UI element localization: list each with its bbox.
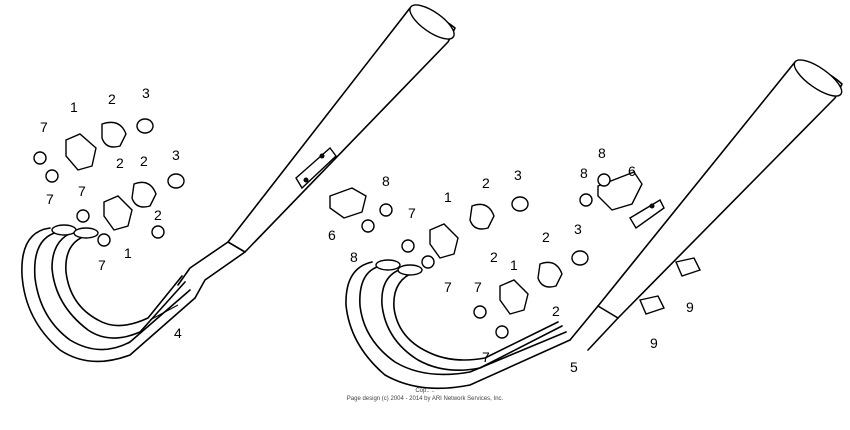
left-callout-2a: 2 [108, 91, 116, 107]
left-gasket-1a [65, 133, 97, 171]
right-gasket-1b [499, 279, 529, 315]
right-nut-7a [401, 239, 415, 253]
right-callout-8b: 8 [350, 249, 358, 265]
right-block-9a [675, 257, 701, 277]
right-callout-6b: 6 [628, 163, 636, 179]
right-bracket-6b [597, 171, 643, 211]
left-callout-7a: 7 [40, 119, 48, 135]
left-callout-2c: 2 [140, 153, 148, 169]
left-collar-2a [101, 121, 127, 148]
right-callout-2d: 2 [552, 303, 560, 319]
left-nut-7b [45, 169, 59, 183]
right-callout-2b: 2 [490, 249, 498, 265]
left-callout-7c: 7 [78, 183, 86, 199]
right-callout-7c: 7 [474, 279, 482, 295]
right-callout-7a: 7 [408, 205, 416, 221]
copyright-line-1: Cop.. .. [415, 388, 435, 394]
right-callout-1b: 1 [510, 257, 518, 273]
right-washer-3a [511, 196, 529, 212]
right-callout-5: 5 [570, 359, 578, 375]
right-callout-8c: 8 [580, 165, 588, 181]
right-callout-8a: 8 [382, 173, 390, 189]
right-callout-2c: 2 [542, 229, 550, 245]
left-exhaust-assembly: 1 2 3 2 2 3 2 7 7 7 1 7 4 [21, 4, 456, 363]
right-nut-7b [421, 255, 435, 269]
left-nut-7a [33, 151, 47, 165]
right-nut-8d [579, 193, 593, 207]
left-collar-2d [151, 225, 165, 239]
left-callout-2d: 2 [154, 207, 162, 223]
right-callout-7b: 7 [444, 279, 452, 295]
right-callout-3a: 3 [514, 167, 522, 183]
left-callout-3b: 3 [172, 147, 180, 163]
right-nut-7c [473, 305, 487, 319]
right-collar-2c [537, 261, 563, 288]
left-header-pipes [21, 224, 196, 363]
right-callout-7d: 7 [482, 349, 490, 365]
right-nut-8a [379, 203, 393, 217]
copyright-notice: Cop.. .. Page design (c) 2004 - 2014 by … [347, 388, 504, 402]
left-nut-7c [76, 209, 90, 223]
left-callout-1a: 1 [70, 99, 78, 115]
left-nut-7d [97, 233, 111, 247]
right-callout-9b: 9 [650, 335, 658, 351]
right-callout-8d: 8 [598, 145, 606, 161]
right-block-9b [639, 295, 665, 315]
right-collar-2a [469, 203, 495, 230]
left-callout-7d: 7 [98, 257, 106, 273]
copyright-line-2: Page design (c) 2004 - 2014 by ARI Netwo… [347, 396, 504, 402]
right-header-pipes [345, 259, 571, 390]
left-callout-3a: 3 [142, 85, 150, 101]
right-exhaust-joint-parts [329, 171, 701, 339]
right-muffler-bracket [629, 199, 665, 230]
right-callout-2a: 2 [482, 175, 490, 191]
right-callout-3b: 3 [574, 221, 582, 237]
left-gasket-1b [103, 195, 133, 231]
left-muffler [177, 4, 456, 299]
right-washer-3b [571, 250, 589, 266]
right-nut-8b [361, 219, 375, 233]
left-washer-3b [167, 173, 185, 189]
right-nut-7d [495, 325, 509, 339]
left-callout-4: 4 [174, 325, 182, 341]
right-callouts: 8 6 8 7 8 1 2 2 3 7 2 3 1 2 7 7 5 8 6 9 … [328, 145, 694, 375]
right-callout-9a: 9 [686, 299, 694, 315]
right-gasket-1a [429, 223, 459, 259]
left-collar-2c [131, 181, 157, 208]
right-muffler [569, 59, 843, 351]
left-muffler-bracket [295, 146, 337, 190]
left-washer-3a [136, 118, 154, 134]
right-callout-6a: 6 [328, 227, 336, 243]
left-exhaust-joint-parts [33, 118, 185, 247]
right-exhaust-assembly: 8 6 8 7 8 1 2 2 3 7 2 3 1 2 7 7 5 8 6 9 … [328, 59, 843, 390]
left-callouts: 1 2 3 2 2 3 2 7 7 7 1 7 4 [40, 85, 182, 341]
right-callout-1a: 1 [444, 189, 452, 205]
right-nut-8c [597, 173, 611, 187]
left-callout-7b: 7 [46, 191, 54, 207]
left-callout-1b: 1 [124, 245, 132, 261]
right-bracket-6a [329, 187, 367, 219]
left-callout-2b: 2 [116, 155, 124, 171]
